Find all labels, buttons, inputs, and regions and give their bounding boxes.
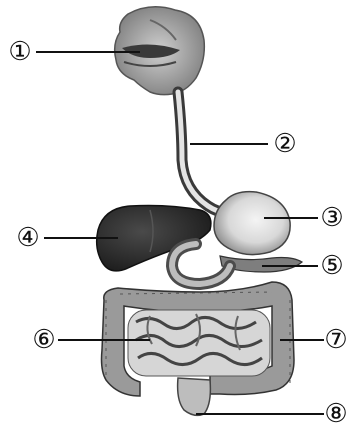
label-6: ⑥: [30, 326, 58, 354]
label-5: ⑤: [318, 252, 346, 280]
label-1: ①: [6, 38, 34, 66]
small-intestine: [128, 310, 270, 376]
stomach: [214, 192, 290, 255]
label-2: ②: [271, 130, 299, 158]
oral-cavity: [115, 7, 205, 95]
rectum: [178, 378, 211, 415]
label-4: ④: [14, 224, 42, 252]
label-3: ③: [318, 204, 346, 232]
esophagus: [178, 92, 230, 212]
label-7: ⑦: [322, 326, 350, 354]
label-8: ⑧: [322, 400, 350, 428]
